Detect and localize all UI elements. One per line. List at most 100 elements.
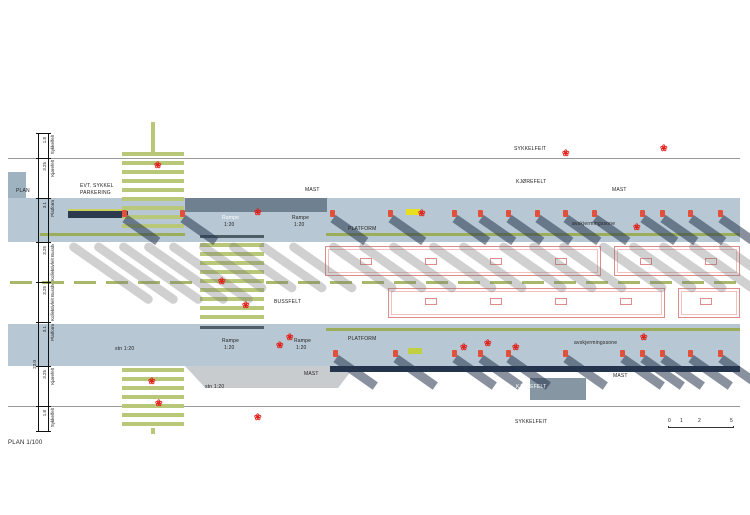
lane-dash bbox=[266, 281, 288, 284]
bus-outline bbox=[325, 246, 601, 276]
slope-label: stn 1:20 bbox=[205, 384, 225, 390]
bus-window bbox=[705, 258, 717, 265]
crosswalk-stripe bbox=[122, 395, 184, 399]
mast bbox=[563, 350, 568, 357]
mast bbox=[333, 350, 338, 357]
crosswalk-stripe bbox=[122, 404, 184, 408]
plan-label: PLAN bbox=[16, 188, 30, 194]
crosswalk-post-bottom bbox=[151, 428, 155, 434]
bench bbox=[408, 348, 422, 354]
mast bbox=[660, 350, 665, 357]
lane-dash bbox=[714, 281, 736, 284]
section-dimension: 3.25 bbox=[42, 162, 47, 171]
crosswalk-post-top bbox=[151, 122, 155, 152]
dimension-tick bbox=[36, 322, 51, 323]
scale-tick-label: 0 bbox=[668, 418, 671, 424]
section-label: Sykkelfelt bbox=[50, 408, 55, 428]
bus-window bbox=[490, 298, 502, 305]
lane-dash bbox=[682, 281, 704, 284]
mast-label: MAST bbox=[612, 187, 627, 193]
person-icon: ❀ bbox=[562, 148, 570, 158]
section-dimension: 3.1 bbox=[42, 326, 47, 333]
dimension-tick bbox=[36, 242, 51, 243]
bus-outline bbox=[614, 246, 740, 276]
crosswalk-stripe bbox=[122, 188, 184, 192]
lane-dash bbox=[42, 281, 64, 284]
crosswalk-stripe bbox=[122, 179, 184, 183]
ramp-slope: 1:20 bbox=[294, 222, 305, 228]
person-icon: ❀ bbox=[286, 332, 294, 342]
lane-dash bbox=[298, 281, 320, 284]
bus-outline bbox=[678, 288, 740, 318]
platform-bottom bbox=[8, 324, 740, 366]
mast bbox=[688, 210, 693, 217]
ramp-label: Rampe bbox=[222, 215, 240, 221]
mast-label: MAST bbox=[305, 187, 320, 193]
crosswalk-stripe bbox=[122, 386, 184, 390]
curb bbox=[200, 326, 264, 329]
person-icon: ❀ bbox=[242, 300, 250, 310]
ramp-label: Rampe bbox=[294, 338, 312, 344]
person-icon: ❀ bbox=[148, 376, 156, 386]
crosswalk-stripe bbox=[122, 152, 184, 156]
lane-dash bbox=[490, 281, 512, 284]
person-icon: ❀ bbox=[154, 160, 162, 170]
lane-dash bbox=[618, 281, 640, 284]
section-label: Kollektivfelt Bussholdeplass bbox=[50, 284, 55, 321]
person-icon: ❀ bbox=[512, 342, 520, 352]
crosswalk-stripe bbox=[200, 252, 264, 256]
bus-window bbox=[490, 258, 502, 265]
slope-label: stn 1:20 bbox=[115, 346, 135, 352]
lane-dash bbox=[362, 281, 384, 284]
dimension-line bbox=[48, 133, 49, 431]
mast-label: MAST bbox=[613, 373, 628, 379]
lane-dash bbox=[138, 281, 160, 284]
dimension-line bbox=[38, 133, 39, 431]
crosswalk-stripe bbox=[200, 270, 264, 274]
mast bbox=[452, 210, 457, 217]
ramp-label: Rampe bbox=[292, 215, 310, 221]
lane-dash bbox=[554, 281, 576, 284]
dimension-tick bbox=[36, 431, 51, 432]
mast bbox=[393, 350, 398, 357]
bike-parking-label: PARKERING bbox=[80, 190, 111, 196]
lane-dash bbox=[586, 281, 608, 284]
section-label: Kjørefelt bbox=[50, 368, 55, 385]
bus-window bbox=[360, 258, 372, 265]
dimension-tick bbox=[36, 282, 51, 283]
person-icon: ❀ bbox=[218, 276, 226, 286]
scale-bar bbox=[668, 426, 734, 428]
crosswalk-stripe bbox=[200, 243, 264, 247]
lane-dash bbox=[394, 281, 416, 284]
bus-window bbox=[640, 258, 652, 265]
dimension-tick bbox=[36, 133, 51, 134]
ramp-bottom-canopy bbox=[185, 366, 355, 388]
mast bbox=[478, 350, 483, 357]
person-icon: ❀ bbox=[460, 342, 468, 352]
bike-lane-edge-bottom bbox=[8, 406, 740, 407]
scale-tick-label: 2 bbox=[698, 418, 701, 424]
section-dimension: 1.8 bbox=[42, 137, 47, 144]
lane-dash bbox=[426, 281, 448, 284]
section-label: Sykkelfelt bbox=[50, 135, 55, 155]
mast bbox=[563, 210, 568, 217]
mast bbox=[640, 210, 645, 217]
mast bbox=[180, 210, 185, 217]
mast bbox=[660, 210, 665, 217]
mast bbox=[388, 210, 393, 217]
person-icon: ❀ bbox=[254, 412, 262, 422]
mast bbox=[506, 210, 511, 217]
mast bbox=[688, 350, 693, 357]
bike-rack bbox=[68, 209, 128, 218]
curb bbox=[200, 235, 264, 238]
lane-dash bbox=[10, 281, 32, 284]
scale-tick-label: 1 bbox=[680, 418, 683, 424]
lane-dash bbox=[458, 281, 480, 284]
crosswalk-stripe bbox=[200, 306, 264, 310]
tactile-line bbox=[40, 233, 185, 236]
section-label: Platform bbox=[50, 200, 55, 217]
lane-dash bbox=[170, 281, 192, 284]
crosswalk-stripe bbox=[122, 368, 184, 372]
bus-window bbox=[555, 298, 567, 305]
mast bbox=[592, 210, 597, 217]
